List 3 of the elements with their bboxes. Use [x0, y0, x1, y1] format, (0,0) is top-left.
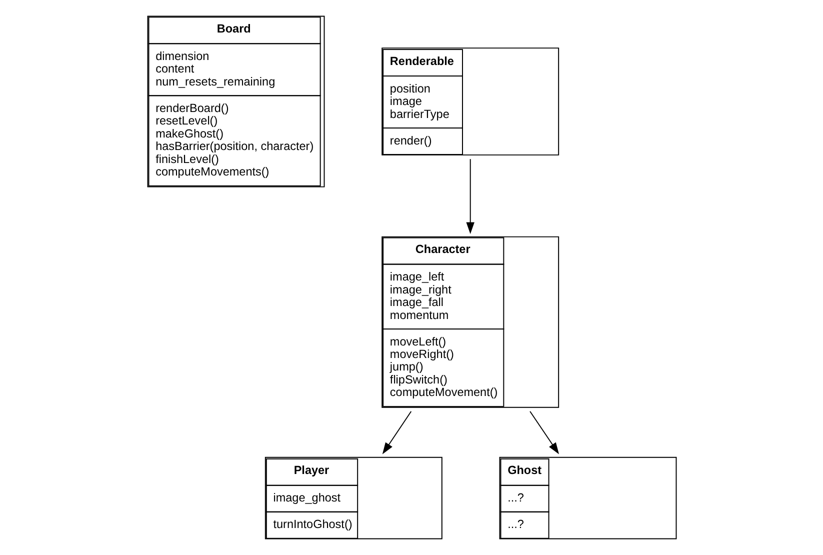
- arrow: [382, 410, 412, 454]
- arrow: [529, 410, 559, 454]
- arrow: [466, 158, 474, 234]
